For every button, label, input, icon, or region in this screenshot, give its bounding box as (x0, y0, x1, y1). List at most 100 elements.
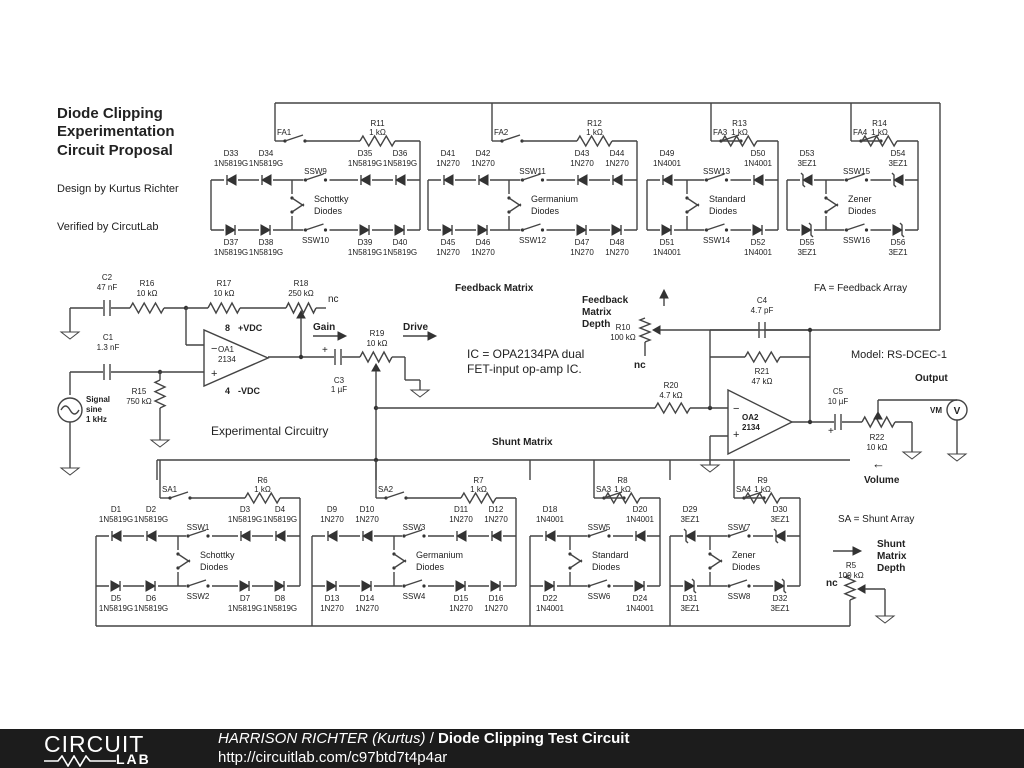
wire (284, 134, 304, 142)
resistor (359, 134, 396, 148)
switch-icon (704, 223, 729, 232)
label: 1N270 (471, 159, 495, 168)
logo-text-top: CIRCUIT (44, 731, 145, 757)
diode-icon (326, 580, 338, 592)
label: Feedback (582, 295, 629, 306)
label: Depth (582, 319, 610, 330)
label: -VDC (238, 386, 260, 396)
label: 1N5819G (383, 159, 417, 168)
resistor (638, 317, 652, 343)
opamp-icon (727, 388, 794, 456)
label: D38 (259, 238, 274, 247)
diode-icon (326, 530, 338, 542)
label: 1N4001 (536, 604, 565, 613)
label: 1N270 (471, 248, 495, 257)
label: D13 (325, 594, 340, 603)
label: D4 (275, 505, 286, 514)
label: 1N270 (484, 515, 508, 524)
label: D7 (240, 594, 251, 603)
label: 1 kΩ (614, 485, 631, 494)
junction-dot (807, 419, 813, 425)
label: D3 (240, 505, 251, 514)
wire (825, 203, 839, 213)
row-switch-label: SSW7 (728, 523, 751, 532)
switch-icon (704, 173, 729, 182)
label: 1N4001 (744, 248, 773, 257)
label: 10 kΩ (366, 339, 387, 348)
arrow-icon (337, 331, 348, 341)
label: 1N270 (605, 159, 629, 168)
diode-icon (239, 580, 251, 592)
circuit-title[interactable]: Diode Clipping Test Circuit (438, 730, 630, 747)
switch-icon (520, 223, 545, 232)
circuit-url[interactable]: http://circuitlab.com/c97btd7t4p4ar (218, 749, 448, 766)
label: 3EZ1 (888, 248, 908, 257)
shunt-matrix-label: Shunt Matrix (492, 437, 553, 448)
resistor (843, 574, 857, 601)
row-switch-label: SSW4 (403, 592, 426, 601)
label: D29 (683, 505, 698, 514)
volume-label: Volume (864, 475, 900, 486)
label: OA2 (742, 413, 759, 422)
wire (501, 134, 521, 142)
diode-icon (544, 530, 556, 542)
label: C1 (103, 333, 114, 342)
resistor (744, 491, 781, 505)
array-name: Diodes (531, 206, 560, 216)
wire (508, 203, 522, 213)
resistor (129, 301, 165, 315)
label: R18 (294, 279, 309, 288)
ground-icon (59, 331, 81, 340)
title-separator: / (425, 730, 439, 747)
diode-icon (145, 530, 157, 542)
label: 1 µF (331, 385, 347, 394)
label: D5 (111, 594, 122, 603)
diode-icon (801, 222, 814, 238)
wire (305, 223, 324, 231)
ground-icon (409, 389, 431, 398)
label: D14 (360, 594, 375, 603)
wire (403, 529, 423, 537)
label: R10 (616, 323, 631, 332)
label: 1N5819G (228, 515, 262, 524)
label: 3EZ1 (770, 604, 790, 613)
sine-icon (60, 405, 80, 415)
wire (187, 529, 207, 537)
label: 10 kΩ (213, 289, 234, 298)
label: Drive (403, 322, 428, 333)
diode-icon (773, 528, 786, 544)
array-name: Diodes (848, 206, 877, 216)
label: D55 (800, 238, 815, 247)
circuitlab-logo[interactable]: CIRCUIT LAB (44, 731, 184, 767)
resistor (359, 350, 393, 364)
label: 100 kΩ (610, 333, 636, 342)
label: 4.7 kΩ (659, 391, 682, 400)
wire (728, 529, 748, 537)
array-name: Diodes (709, 206, 738, 216)
ground-icon (946, 453, 968, 462)
wire (305, 173, 324, 181)
author-name[interactable]: HARRISON RICHTER (Kurtus) (218, 730, 426, 747)
diode-icon (490, 580, 502, 592)
row-switch-label: SSW8 (728, 592, 751, 601)
c2-value: 47 nF (97, 283, 118, 292)
label: 1N5819G (348, 248, 382, 257)
label: R9 (757, 476, 768, 485)
junction-dot (298, 354, 304, 360)
resistor (153, 379, 167, 409)
row-switch-label: SSW16 (843, 236, 871, 245)
diode-icon (611, 224, 623, 236)
label: 1N270 (449, 515, 473, 524)
array-name: Diodes (200, 562, 229, 572)
label: C5 (833, 387, 844, 396)
diode-icon (611, 174, 623, 186)
label: 1N5819G (99, 515, 133, 524)
ic-note: FET-input op-amp IC. (467, 362, 582, 376)
label: 1N270 (570, 159, 594, 168)
label: R6 (257, 476, 268, 485)
label: D8 (275, 594, 286, 603)
switch-icon (303, 173, 328, 182)
switch-icon (520, 173, 545, 182)
